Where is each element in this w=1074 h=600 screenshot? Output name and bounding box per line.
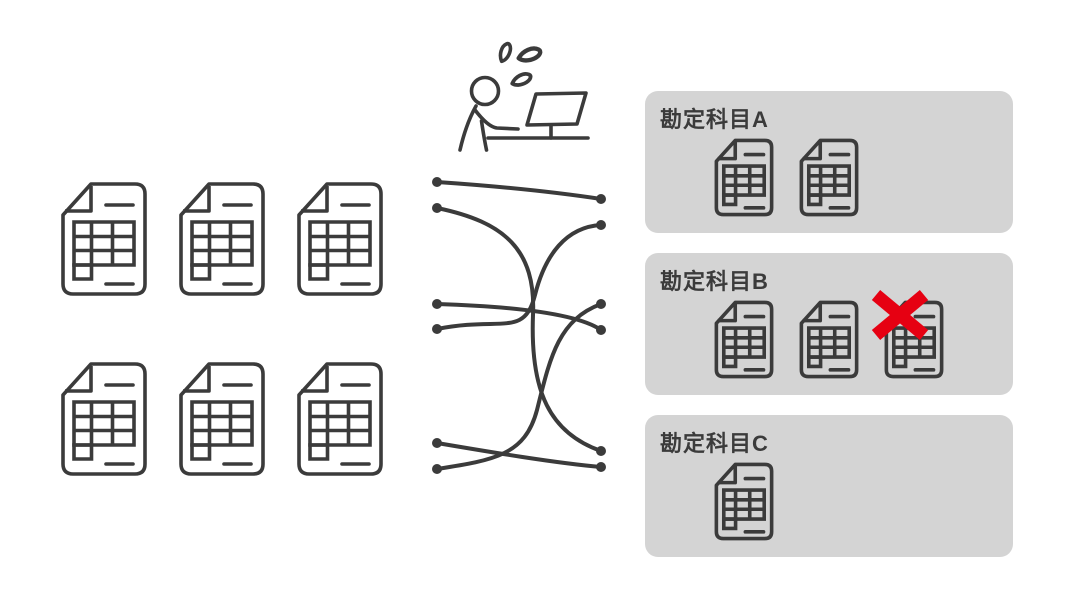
category-label: 勘定科目A [660,107,769,132]
red-cross-icon [871,290,929,340]
sweat-drop-icon [498,41,543,87]
document-slot [871,290,945,379]
spreadsheet-document-icon [798,300,860,379]
computer-icon [486,91,590,140]
category-boxes: 勘定科目A 勘定科目B 勘定科目C [645,91,1013,557]
category-label: 勘定科目C [660,431,769,456]
stressed-person-at-computer-icon [458,41,590,152]
document-slot [798,300,860,379]
spreadsheet-document-icon [713,138,775,217]
category-documents [713,462,775,541]
spreadsheet-document-icon [713,300,775,379]
category-box-1: 勘定科目A [645,91,1013,233]
spreadsheet-document-icon [798,138,860,217]
spreadsheet-document-icon [713,462,775,541]
category-label: 勘定科目B [660,269,769,294]
category-box-2: 勘定科目B [645,253,1013,395]
document-slot [713,462,775,541]
connector-dots [432,177,606,474]
document-slot [798,138,860,217]
category-box-3: 勘定科目C [645,415,1013,557]
person-icon [458,75,520,152]
document-slot [713,300,775,379]
category-documents [713,138,860,217]
category-documents [713,290,945,379]
document-slot [713,138,775,217]
